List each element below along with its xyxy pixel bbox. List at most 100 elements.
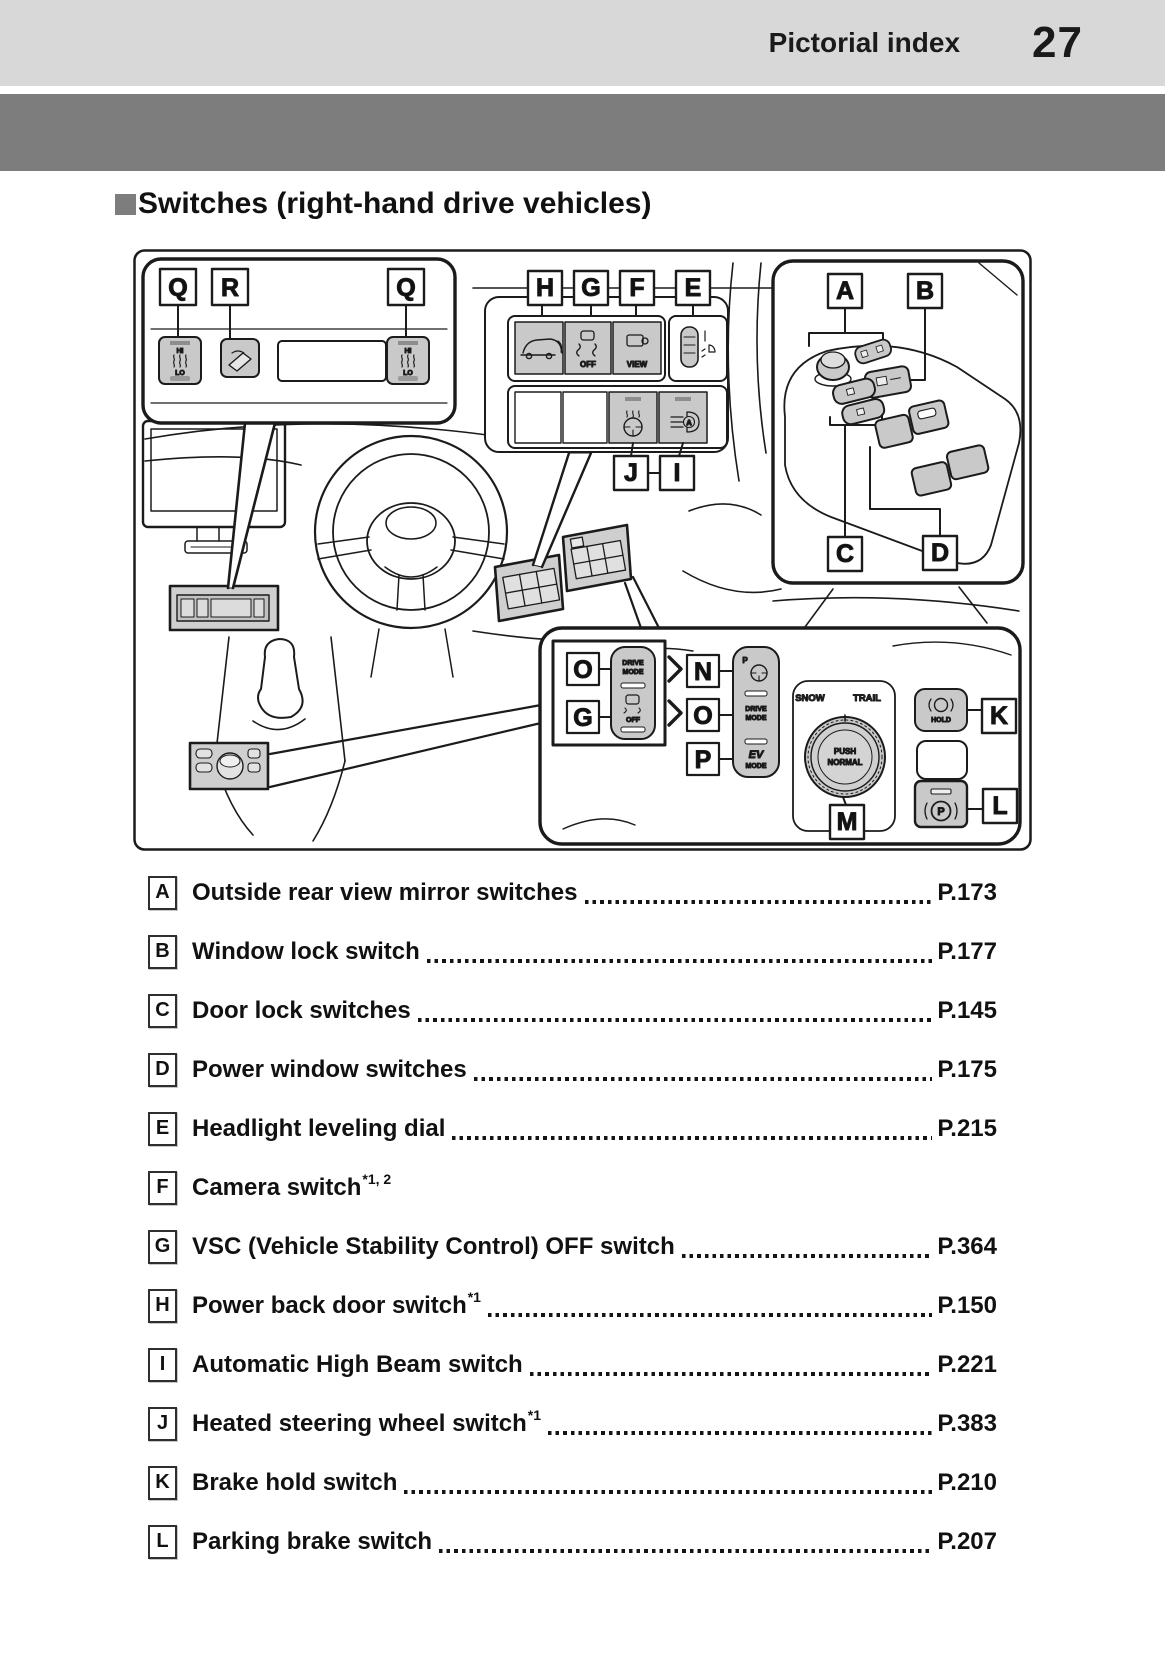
callout-d: D — [931, 539, 949, 567]
callout-j: J — [624, 459, 638, 487]
dot-leader — [426, 958, 933, 963]
index-row-f: F Camera switch *1, 2 — [148, 1158, 997, 1217]
index-page-ref: P.364 — [937, 1232, 997, 1260]
left-pointer-lines — [226, 421, 277, 590]
blank-rocker — [916, 740, 968, 780]
callout-i: I — [674, 459, 681, 487]
vsc-off-text: OFF — [580, 360, 596, 369]
seat-heater-switch-right — [386, 336, 430, 385]
camera-view-icon — [626, 334, 649, 347]
ev-text: EV — [749, 749, 765, 761]
seat-heater-panel: HI LO HI LO — [141, 257, 457, 425]
mode-text-3: MODE — [746, 763, 767, 770]
chapter-band — [0, 94, 1165, 171]
header-page-number: 27 — [1032, 18, 1083, 67]
callout-q1: Q — [168, 274, 187, 302]
index-key: A — [148, 875, 177, 910]
heated-steering-icon — [623, 397, 643, 437]
dot-leader — [473, 1076, 933, 1081]
index-row-i: I Automatic High Beam switch P.221 — [148, 1335, 997, 1394]
drive-mode-dial — [792, 680, 896, 832]
index-page-ref: P.210 — [937, 1468, 997, 1496]
mirror-adjust-knob — [814, 351, 852, 387]
seat-heater-lo-left: LO — [175, 370, 185, 377]
index-footnote-sup: *1, 2 — [362, 1170, 392, 1187]
index-footnote-sup: *1 — [467, 1288, 481, 1305]
callout-c: C — [836, 540, 854, 568]
switch-diagram-svg: HI LO HI LO Q R Q — [133, 249, 1032, 851]
dot-leader — [452, 1135, 933, 1140]
callout-o2: O — [693, 702, 712, 730]
callout-m: M — [837, 808, 858, 836]
window-lock-switch — [864, 365, 912, 399]
ahb-icon: A — [670, 397, 700, 433]
index-key: I — [148, 1347, 177, 1382]
index-key: G — [148, 1229, 177, 1264]
dot-leader — [404, 1489, 933, 1494]
door-switch-panel — [771, 259, 1025, 585]
instrument-panel-switches: OFF VIEW — [472, 269, 774, 492]
power-back-door-switch — [514, 321, 564, 375]
dot-leader — [548, 1430, 933, 1435]
index-row-k: K Brake hold switch P.210 — [148, 1453, 997, 1512]
callout-r: R — [221, 274, 239, 302]
index-label: Parking brake switch — [192, 1527, 433, 1555]
dot-leader — [439, 1548, 933, 1553]
index-page-ref: P.175 — [937, 1055, 997, 1083]
index-row-l: L Parking brake switch P.207 — [148, 1512, 997, 1571]
index-row-b: B Window lock switch P.177 — [148, 922, 997, 981]
push-text: PUSH — [834, 747, 856, 756]
console-panel-highlight — [188, 741, 270, 791]
shift-lever — [257, 638, 304, 719]
console-callout-panel: DRIVE MODE OFF P DRIVE MODE EV MODE — [538, 626, 1022, 846]
callout-n: N — [694, 658, 712, 686]
index-row-a: A Outside rear view mirror switches P.17… — [148, 863, 997, 922]
power-window-switches-rear — [910, 444, 990, 497]
upper-panel-pointer — [623, 575, 661, 630]
mirror-fold-switch — [220, 338, 260, 378]
svg-text:A: A — [686, 420, 691, 427]
index-row-j: J Heated steering wheel switch *1 P.383 — [148, 1394, 997, 1453]
callout-b: B — [916, 277, 934, 305]
switch-diagram: HI LO HI LO Q R Q — [133, 249, 1032, 851]
index-row-h: H Power back door switch *1 P.150 — [148, 1276, 997, 1335]
brake-hold-switch — [914, 688, 968, 732]
callout-e: E — [685, 274, 702, 302]
mode-text-1: MODE — [623, 669, 644, 676]
index-page-ref: P.173 — [937, 878, 997, 906]
index-row-d: D Power window switches P.175 — [148, 1040, 997, 1099]
p-start-text: P — [742, 656, 748, 665]
off-text-pill: OFF — [626, 717, 641, 724]
index-label: Door lock switches — [192, 996, 411, 1024]
seat-heater-switch-left — [158, 336, 202, 385]
dot-leader — [584, 899, 933, 904]
chevron-arrows — [667, 655, 683, 727]
index-label: Power back door switch — [192, 1291, 467, 1319]
callout-h: H — [536, 274, 554, 302]
callout-f: F — [629, 274, 644, 302]
index-label: Headlight leveling dial — [192, 1114, 446, 1142]
index-page-ref: P.150 — [937, 1291, 997, 1319]
callout-l: L — [992, 792, 1007, 820]
index-page-ref: P.145 — [937, 996, 997, 1024]
callout-p: P — [695, 746, 712, 774]
index-key: C — [148, 993, 177, 1028]
index-label: Heated steering wheel switch — [192, 1409, 527, 1437]
parking-brake-switch — [913, 779, 969, 829]
callout-a: A — [836, 277, 854, 305]
index-key: K — [148, 1465, 177, 1500]
seat-heater-lo-right: LO — [403, 370, 413, 377]
index-key: F — [148, 1170, 177, 1205]
callout-o1: O — [573, 656, 592, 684]
index-row-c: C Door lock switches P.145 — [148, 981, 997, 1040]
drive-mode-vsc-switch — [610, 646, 656, 740]
index-key: J — [148, 1406, 177, 1441]
callout-k: K — [990, 702, 1008, 730]
trail-text: TRAIL — [853, 693, 881, 704]
index-footnote-sup: *1 — [527, 1406, 542, 1423]
index-key: B — [148, 934, 177, 969]
section-heading: Switches (right-hand drive vehicles) — [115, 185, 1165, 223]
index-row-g: G VSC (Vehicle Stability Control) OFF sw… — [148, 1217, 997, 1276]
camera-switch — [612, 321, 662, 375]
normal-text: NORMAL — [827, 758, 862, 767]
